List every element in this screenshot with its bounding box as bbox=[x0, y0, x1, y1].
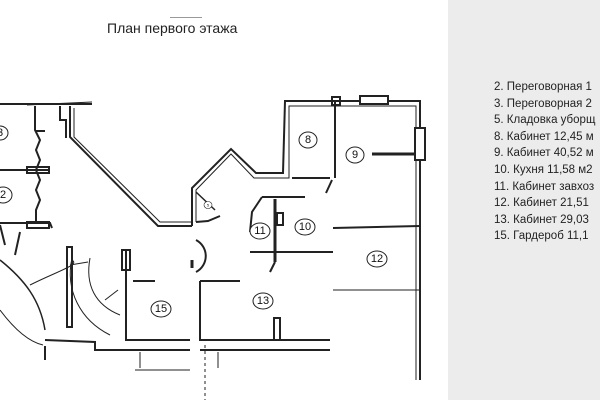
room-label-8: 8 bbox=[298, 131, 318, 149]
svg-text:5: 5 bbox=[207, 203, 210, 208]
wall bbox=[249, 196, 263, 233]
legend-item: 2. Переговорная 1 bbox=[494, 81, 592, 93]
legend-item: 12. Кабинет 21,51 bbox=[494, 197, 589, 210]
legend-item: 15. Гардероб 11,1 bbox=[494, 230, 589, 243]
room-label-9: 9 bbox=[345, 146, 365, 164]
room-label-11: 11 bbox=[249, 222, 271, 240]
legend-item: 13. Кабинет 29,03 bbox=[494, 213, 589, 226]
svg-text:9: 9 bbox=[352, 149, 358, 161]
legend-item: 9. Кабинет 40,52 м bbox=[494, 147, 594, 160]
door-arc bbox=[195, 239, 207, 273]
svg-text:13: 13 bbox=[257, 295, 269, 307]
door bbox=[195, 215, 221, 223]
room-label-2: 2 bbox=[0, 186, 13, 204]
walls bbox=[0, 95, 426, 400]
wall-column bbox=[26, 166, 50, 174]
room-label-13: 13 bbox=[252, 292, 274, 310]
wall bbox=[125, 250, 190, 341]
room-label-5: 5 bbox=[203, 201, 213, 209]
svg-text:8: 8 bbox=[305, 134, 311, 146]
wall bbox=[44, 339, 190, 351]
svg-text:10: 10 bbox=[299, 221, 311, 233]
room-labels: 3 2 5 8 9 10 11 12 13 15 bbox=[0, 125, 388, 318]
legend-panel: 2. Переговорная 1 3. Переговорная 2 5. К… bbox=[448, 0, 600, 400]
wall bbox=[191, 100, 421, 380]
entrance-steps bbox=[135, 345, 219, 400]
door bbox=[325, 179, 333, 194]
room-label-10: 10 bbox=[294, 218, 316, 236]
title-underline bbox=[170, 17, 202, 18]
legend-item: 11. Кабинет завхоз bbox=[494, 180, 595, 193]
door bbox=[269, 261, 276, 273]
wall bbox=[34, 106, 42, 222]
room-label-15: 15 bbox=[150, 300, 172, 318]
wall bbox=[199, 281, 330, 341]
room-label-12: 12 bbox=[366, 250, 388, 268]
svg-text:2: 2 bbox=[0, 189, 6, 201]
page-title: План первого этажа bbox=[107, 20, 238, 36]
legend-item: 5. Кладовка уборщ bbox=[494, 114, 596, 127]
wall bbox=[59, 106, 67, 138]
wall bbox=[69, 106, 192, 227]
floor-plan: 3 2 5 8 9 10 11 12 13 15 bbox=[0, 95, 426, 400]
svg-text:15: 15 bbox=[155, 303, 167, 315]
staircase bbox=[69, 257, 121, 336]
legend-item: 8. Кабинет 12,45 м bbox=[494, 130, 594, 143]
legend-item: 10. Кухня 11,58 м2 bbox=[494, 163, 593, 176]
svg-text:12: 12 bbox=[371, 253, 383, 265]
svg-text:11: 11 bbox=[254, 225, 265, 237]
wall bbox=[332, 225, 421, 229]
room-legend: 2. Переговорная 1 3. Переговорная 2 5. К… bbox=[494, 79, 595, 245]
svg-text:3: 3 bbox=[0, 127, 3, 139]
legend-item: 3. Переговорная 2 bbox=[494, 97, 592, 110]
room-label-3: 3 bbox=[0, 125, 9, 141]
